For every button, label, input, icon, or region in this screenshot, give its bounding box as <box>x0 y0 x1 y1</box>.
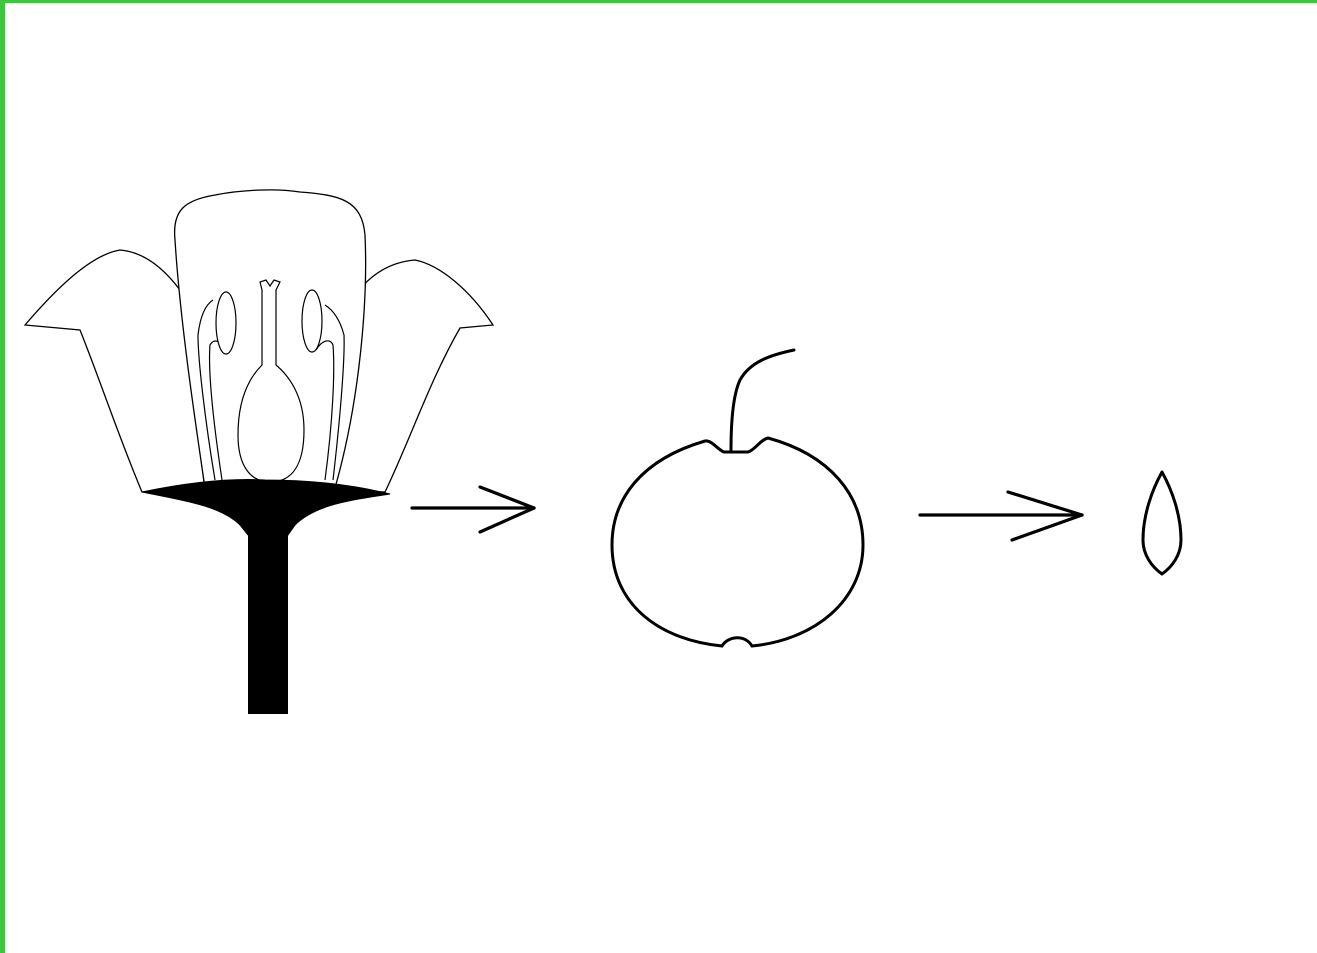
right-anther <box>302 290 322 352</box>
fruit-body <box>612 438 863 646</box>
arrow-fruit-to-seed <box>920 492 1082 540</box>
left-petal <box>25 250 205 492</box>
arrow-flower-to-fruit <box>412 487 534 532</box>
seed-illustration <box>1143 472 1181 574</box>
seed-outline <box>1143 472 1181 574</box>
fruit-stalk <box>731 350 794 450</box>
fruit-illustration <box>612 350 863 646</box>
left-anther <box>216 292 236 354</box>
flower-stem <box>248 530 288 714</box>
flower-illustration <box>25 190 493 714</box>
receptacle <box>142 480 390 536</box>
